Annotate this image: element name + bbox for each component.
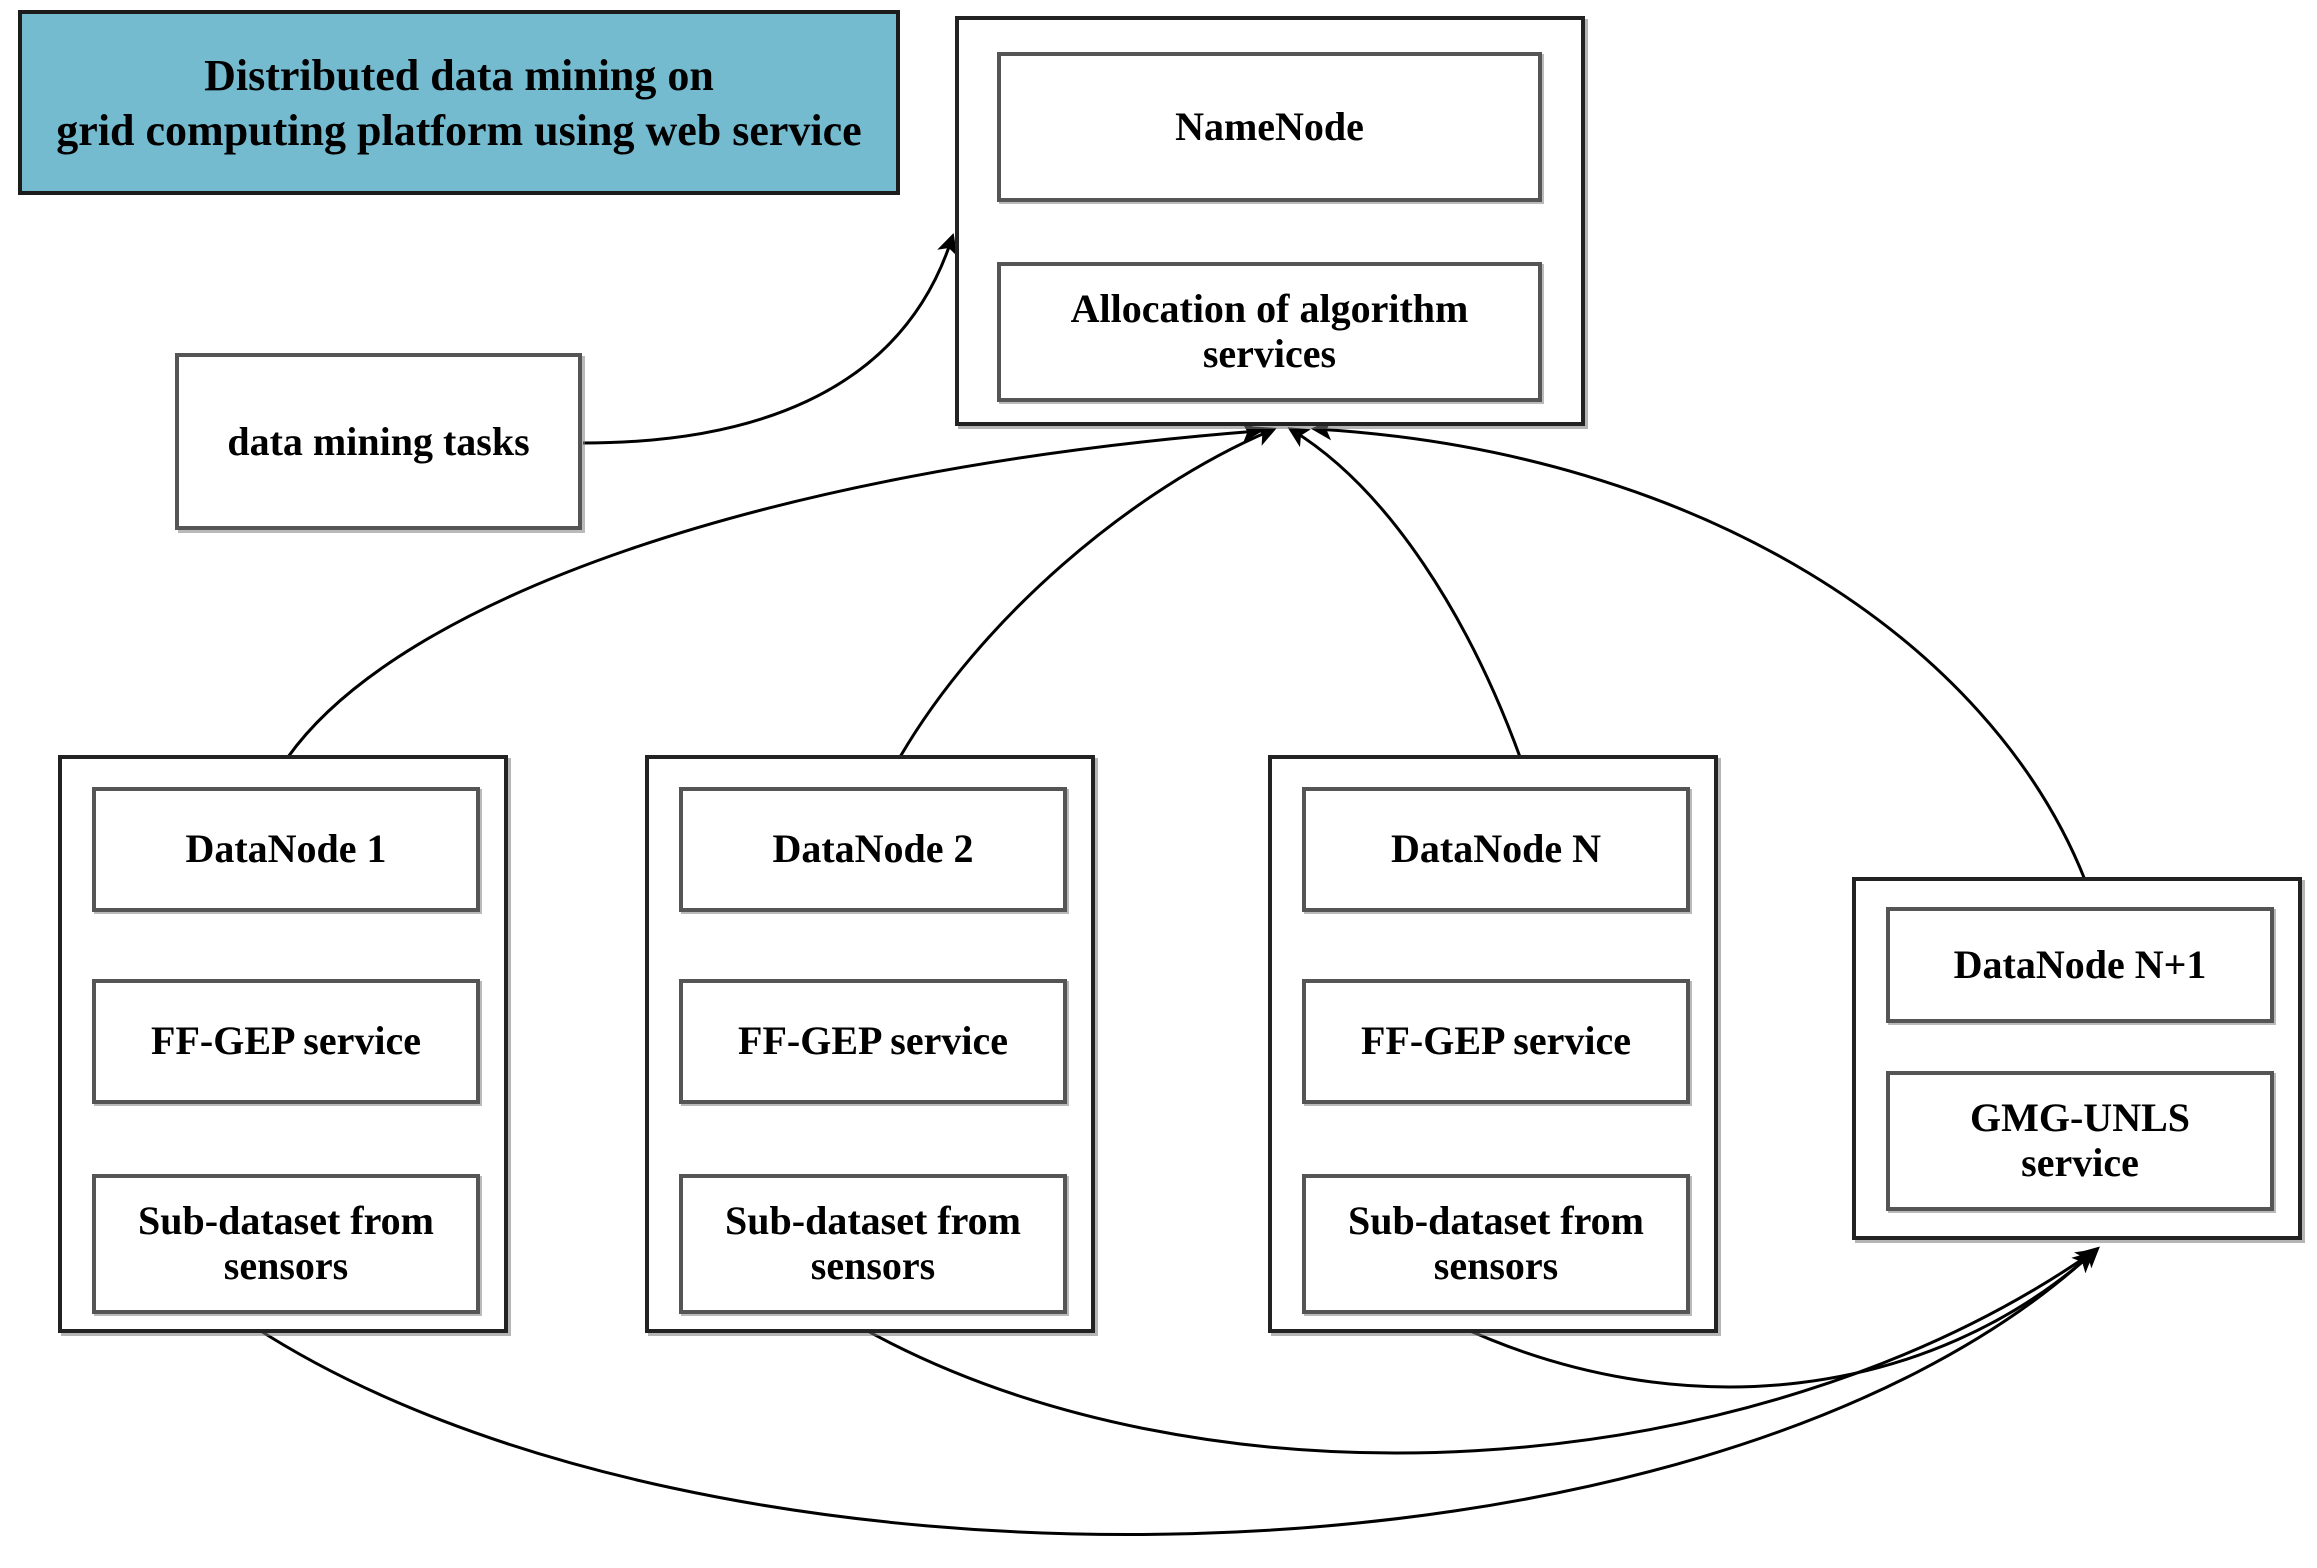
datanode-1-title-box[interactable]: DataNode 1 — [92, 787, 480, 912]
datanode-1-service-box[interactable]: FF-GEP service — [92, 979, 480, 1104]
datanode-np1-cluster[interactable]: DataNode N+1 GMG-UNLS service — [1852, 877, 2302, 1240]
title-line-1: Distributed data mining on — [204, 50, 714, 100]
namenode-cluster[interactable]: NameNode Allocation of algorithm service… — [955, 16, 1585, 426]
edge-datanode2-to-namenode — [898, 426, 1277, 758]
datanode-n-service-box[interactable]: FF-GEP service — [1302, 979, 1690, 1104]
data-mining-tasks-label: data mining tasks — [227, 419, 530, 464]
datanode-1-dataset-box[interactable]: Sub-dataset from sensors — [92, 1174, 480, 1314]
datanode-n-dataset-box[interactable]: Sub-dataset from sensors — [1302, 1174, 1690, 1314]
datanode-1-cluster[interactable]: DataNode 1 FF-GEP service Sub-dataset fr… — [58, 755, 508, 1333]
namenode-title-box[interactable]: NameNode — [997, 52, 1542, 202]
datanode-2-dataset-box[interactable]: Sub-dataset from sensors — [679, 1174, 1067, 1314]
title-banner: Distributed data mining on grid computin… — [18, 10, 900, 195]
data-mining-tasks-box[interactable]: data mining tasks — [175, 353, 582, 530]
datanode-n-service-label: FF-GEP service — [1361, 1018, 1631, 1064]
datanode-2-service-label: FF-GEP service — [738, 1018, 1008, 1064]
edge-datanoden-to-namenode — [1287, 427, 1522, 758]
datanode-n-title-box[interactable]: DataNode N — [1302, 787, 1690, 912]
edge-datanode1-to-np1 — [249, 1251, 2094, 1536]
datanode-n-cluster[interactable]: DataNode N FF-GEP service Sub-dataset fr… — [1268, 755, 1718, 1333]
namenode-title-label: NameNode — [1175, 103, 1364, 149]
namenode-allocation-box[interactable]: Allocation of algorithm services — [997, 262, 1542, 402]
datanode-2-title-box[interactable]: DataNode 2 — [679, 787, 1067, 912]
datanode-2-dataset-line-1: Sub-dataset from — [725, 1198, 1021, 1244]
datanode-n-dataset-line-2: sensors — [1433, 1243, 1559, 1288]
datanode-2-service-box[interactable]: FF-GEP service — [679, 979, 1067, 1104]
datanode-np1-title-box[interactable]: DataNode N+1 — [1886, 907, 2274, 1023]
title-line-2: grid computing platform using web servic… — [56, 105, 862, 155]
edge-tasks-to-namenode — [582, 233, 958, 445]
datanode-2-dataset-line-2: sensors — [810, 1243, 936, 1288]
datanode-np1-service-box[interactable]: GMG-UNLS service — [1886, 1071, 2274, 1211]
datanode-1-dataset-line-2: sensors — [223, 1243, 349, 1288]
allocation-line-1: Allocation of algorithm — [1070, 286, 1469, 332]
datanode-1-service-label: FF-GEP service — [151, 1018, 421, 1064]
datanode-np1-title-label: DataNode N+1 — [1953, 941, 2207, 987]
datanode-n-dataset-line-1: Sub-dataset from — [1348, 1198, 1644, 1244]
datanode-1-dataset-line-1: Sub-dataset from — [138, 1198, 434, 1244]
datanode-1-title-label: DataNode 1 — [185, 826, 387, 872]
allocation-line-2: services — [1202, 331, 1337, 376]
datanode-2-title-label: DataNode 2 — [772, 826, 974, 872]
datanode-np1-service-line-2: service — [2021, 1140, 2139, 1185]
datanode-n-title-label: DataNode N — [1391, 826, 1601, 872]
datanode-2-cluster[interactable]: DataNode 2 FF-GEP service Sub-dataset fr… — [645, 755, 1095, 1333]
datanode-np1-service-line-1: GMG-UNLS — [1970, 1095, 2190, 1141]
